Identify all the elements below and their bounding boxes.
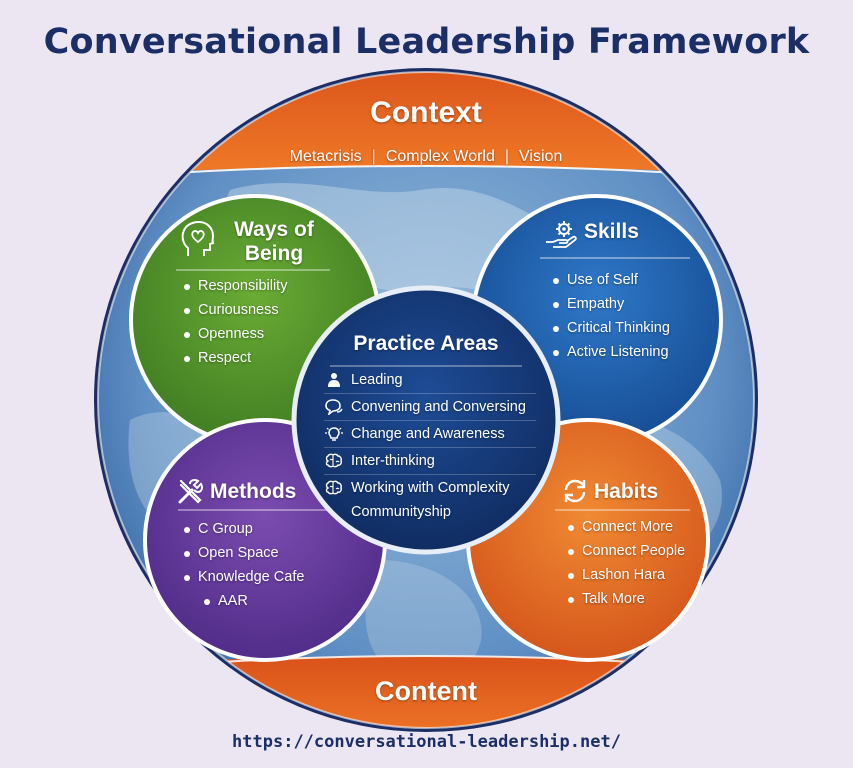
methods-list: C Group Open Space Knowledge Cafe AAR bbox=[182, 517, 304, 613]
context-item-vision: Vision bbox=[519, 148, 563, 165]
list-item: Use of Self bbox=[551, 268, 670, 292]
context-item-complex-world: Complex World bbox=[385, 148, 495, 165]
habits-header: Habits bbox=[562, 478, 702, 508]
hand-gear-icon bbox=[546, 221, 577, 248]
list-item: Respect bbox=[182, 346, 287, 370]
context-items: Metacrisis|Complex World|Vision bbox=[289, 148, 563, 165]
ways-of-being-title-1: Ways of bbox=[234, 218, 314, 241]
tools-icon bbox=[178, 479, 203, 504]
list-item: Responsibility bbox=[182, 274, 287, 298]
refresh-icon bbox=[564, 479, 586, 503]
list-item: Active Listening bbox=[551, 340, 670, 364]
practice-area-item: Change and Awareness bbox=[324, 421, 536, 448]
list-item: Curiousness bbox=[182, 298, 287, 322]
list-item: Lashon Hara bbox=[566, 563, 685, 587]
context-title: Context bbox=[370, 96, 482, 129]
practice-area-item: Convening and Conversing bbox=[324, 394, 536, 421]
list-item: Connect People bbox=[566, 539, 685, 563]
lightbulb-icon bbox=[325, 427, 343, 441]
practice-areas-circle bbox=[291, 285, 561, 555]
head-heart-icon bbox=[181, 220, 215, 256]
list-item: Connect More bbox=[566, 515, 685, 539]
list-item: Empathy bbox=[551, 292, 670, 316]
brain-icon bbox=[325, 453, 342, 468]
habits-title: Habits bbox=[594, 480, 659, 503]
skills-list: Use of Self Empathy Critical Thinking Ac… bbox=[551, 268, 670, 364]
page-title: Conversational Leadership Framework bbox=[43, 22, 810, 62]
list-item: Critical Thinking bbox=[551, 316, 670, 340]
practice-area-item: Leading bbox=[324, 367, 536, 394]
list-item: Openness bbox=[182, 322, 287, 346]
skills-title: Skills bbox=[584, 220, 639, 243]
content-title: Content bbox=[375, 676, 477, 706]
list-item: Talk More bbox=[566, 587, 685, 611]
skills-header: Skills bbox=[544, 220, 684, 252]
practice-area-item: Inter-thinking bbox=[324, 448, 536, 475]
brain-icon bbox=[325, 480, 342, 495]
list-item: C Group bbox=[182, 517, 304, 541]
ways-of-being-title-2: Being bbox=[244, 242, 304, 265]
practice-areas-title: Practice Areas bbox=[353, 332, 499, 355]
methods-header: Methods bbox=[176, 478, 336, 508]
website-url[interactable]: https://conversational-leadership.net/ bbox=[232, 732, 621, 752]
practice-area-item: Working with Complexity bbox=[324, 475, 536, 501]
habits-list: Connect More Connect People Lashon Hara … bbox=[566, 515, 685, 611]
person-icon bbox=[328, 373, 340, 387]
practice-area-item: Communityship bbox=[351, 504, 451, 520]
list-item: Open Space bbox=[182, 541, 304, 565]
ways-of-being-list: Responsibility Curiousness Openness Resp… bbox=[182, 274, 287, 370]
methods-title: Methods bbox=[210, 480, 297, 503]
list-item: AAR bbox=[202, 589, 304, 613]
list-item: Knowledge Cafe bbox=[182, 565, 304, 589]
context-item-metacrisis: Metacrisis bbox=[289, 148, 362, 165]
chat-icon bbox=[325, 399, 343, 415]
practice-areas-list: Leading Convening and Conversing Change … bbox=[324, 367, 536, 523]
